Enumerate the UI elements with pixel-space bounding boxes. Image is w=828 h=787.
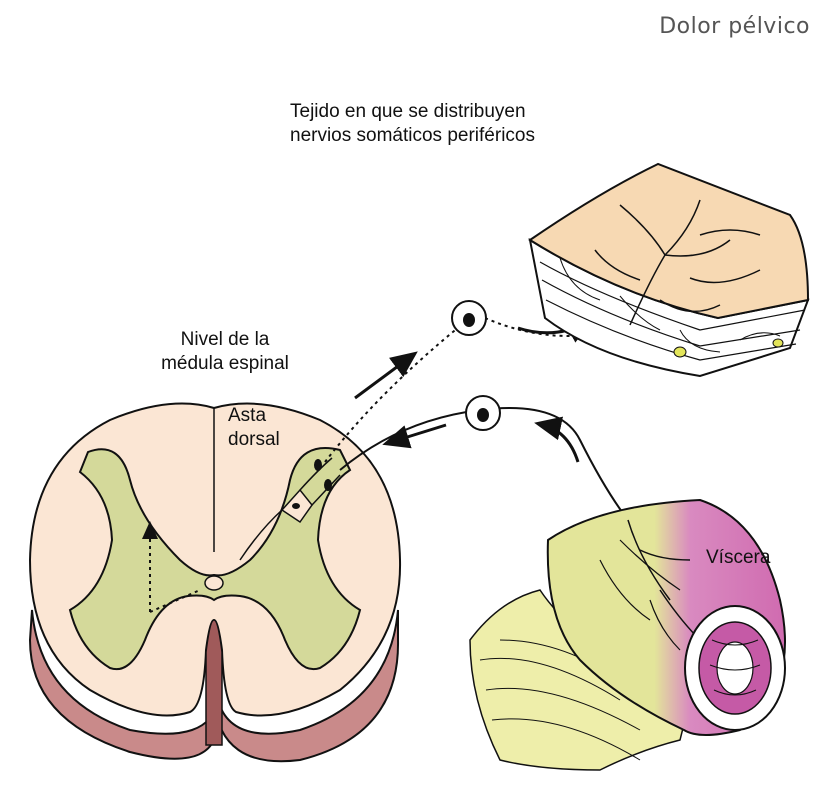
somatic-tissue-block: [530, 164, 808, 376]
tissue-label: Tejido en que se distribuyen nervios som…: [290, 100, 535, 148]
ventral-fissure: [206, 620, 222, 745]
dorsal-horn-label-line1: Asta: [228, 404, 280, 428]
page-header: Dolor pélvico: [659, 14, 810, 39]
arrow-to-tissue: [355, 355, 413, 398]
dorsal-horn-label: Asta dorsal: [228, 404, 280, 452]
viscera-label: Víscera: [706, 546, 770, 570]
spinal-cord-label-line2: médula espinal: [140, 352, 310, 376]
central-canal: [205, 576, 223, 590]
tissue-label-line1: Tejido en que se distribuyen: [290, 100, 535, 124]
spinal-cord-label: Nivel de la médula espinal: [140, 328, 310, 376]
viscera-tube: [470, 500, 785, 770]
tissue-label-line2: nervios somáticos periféricos: [290, 124, 535, 148]
dorsal-horn-label-line2: dorsal: [228, 428, 280, 452]
spinal-cord: [30, 404, 400, 762]
spinal-cord-label-line1: Nivel de la: [140, 328, 310, 352]
